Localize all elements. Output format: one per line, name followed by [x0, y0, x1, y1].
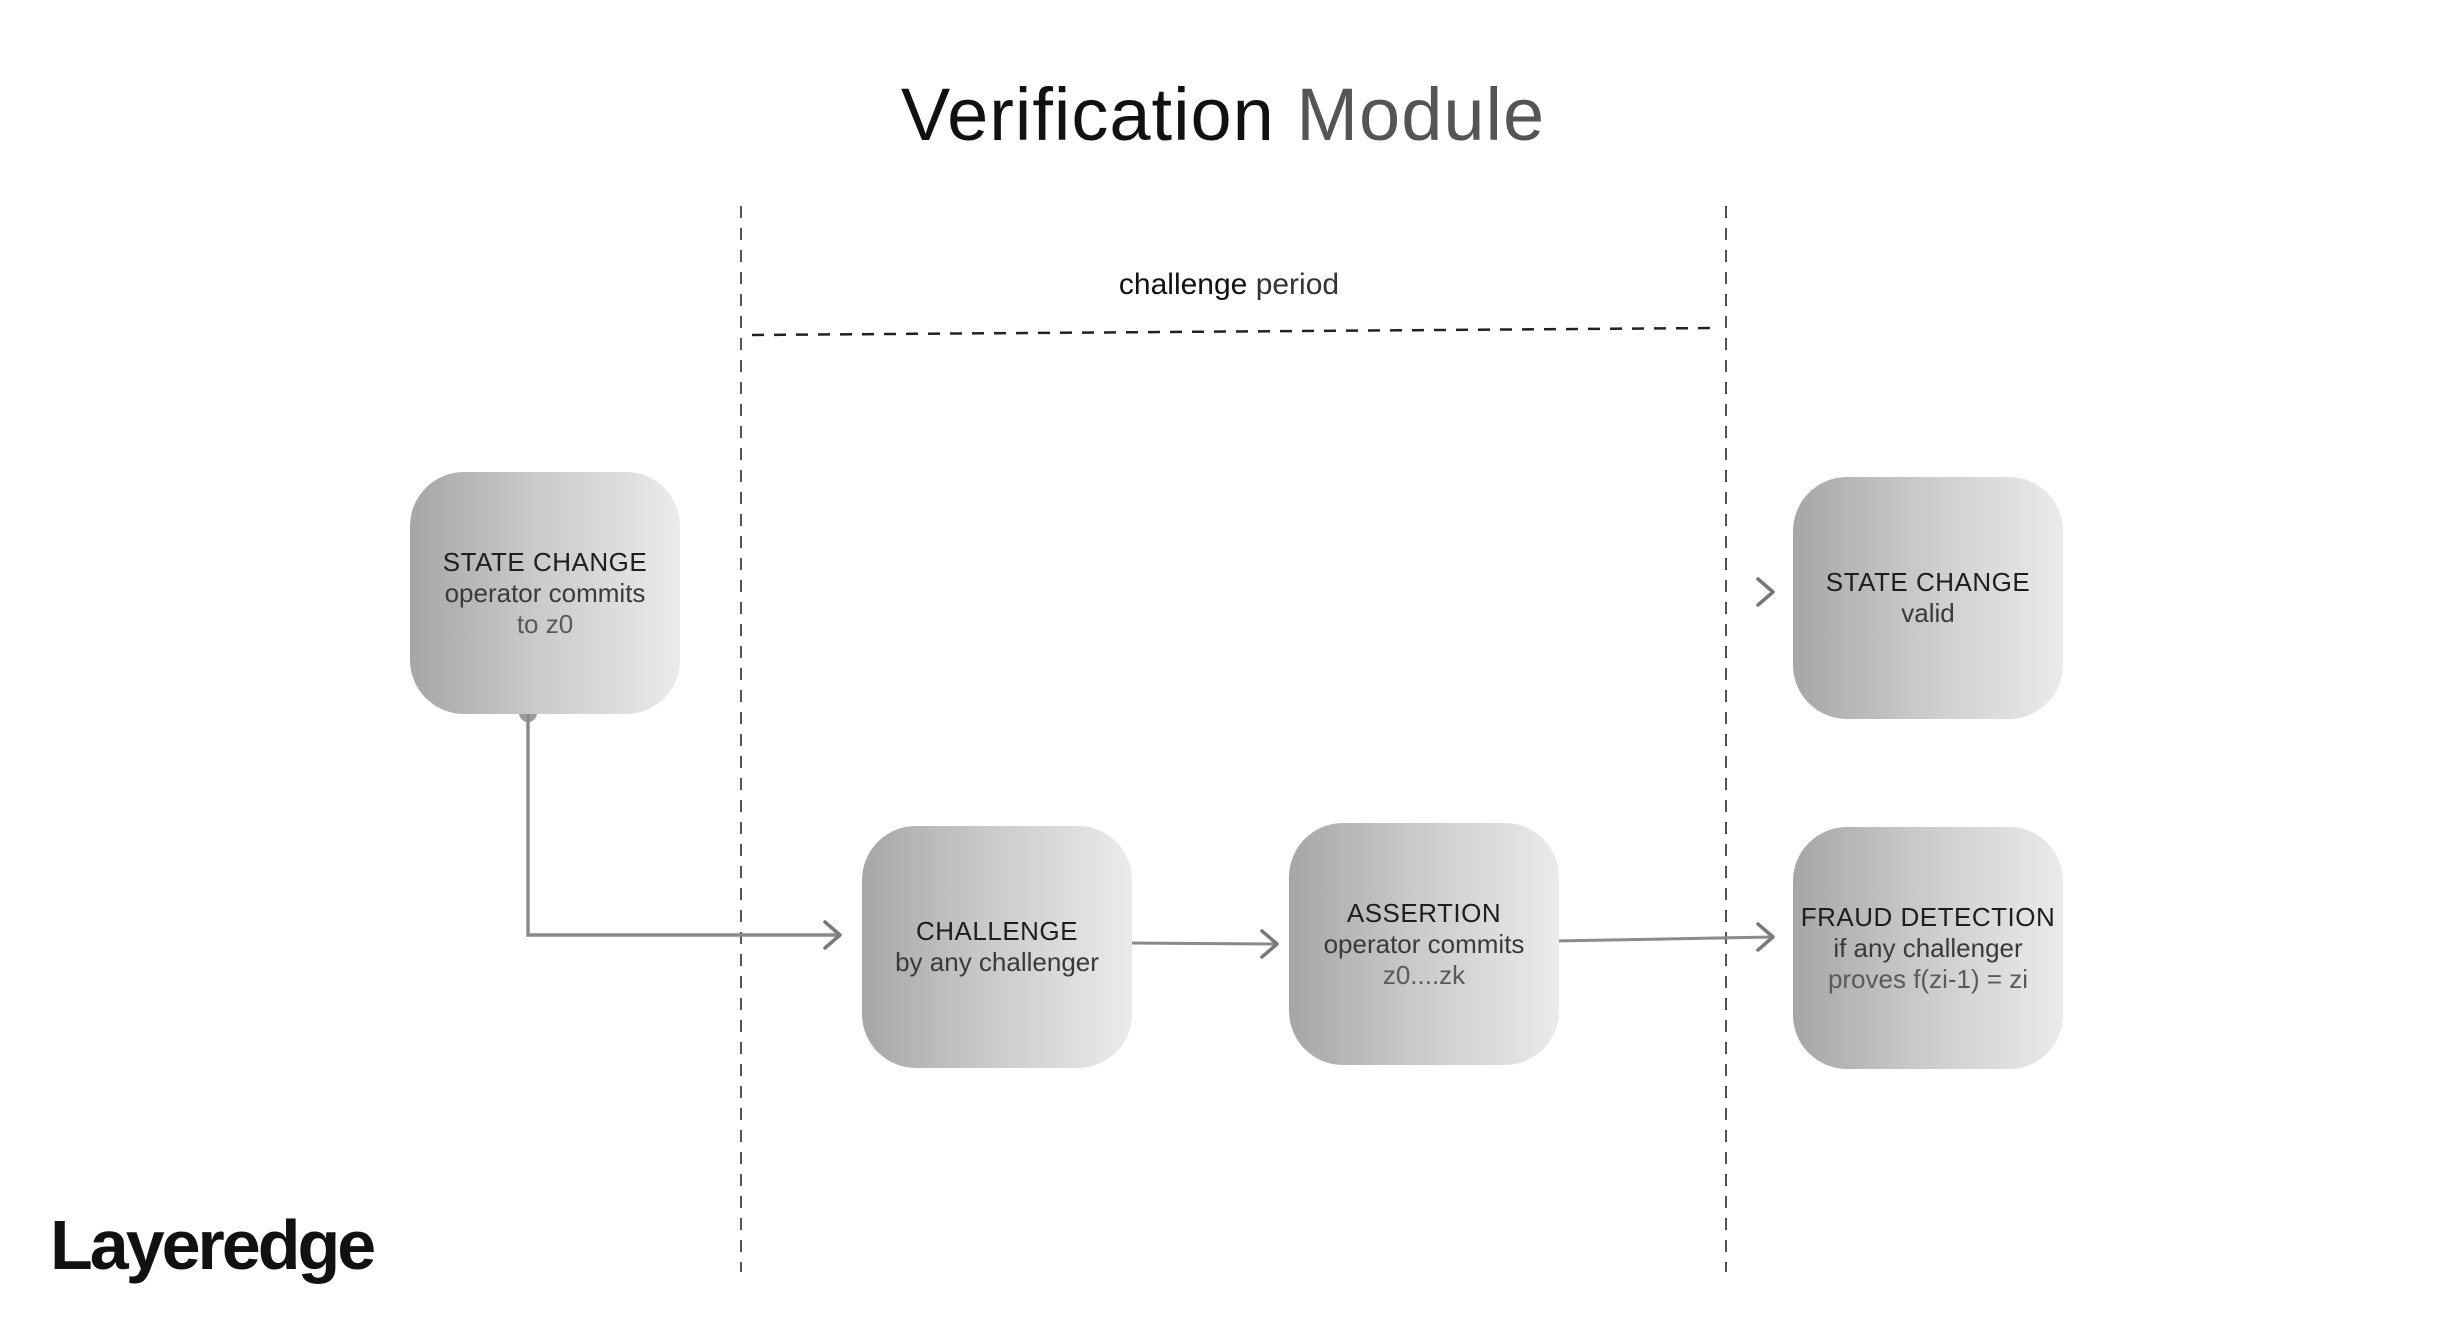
- node-fraud-line3: proves f(zi-1) = zi: [1827, 963, 2029, 994]
- period-word-challenge: challenge: [1118, 268, 1248, 301]
- challenge-period-line: [751, 326, 1715, 337]
- node-challenge-title: CHALLENGE: [916, 916, 1078, 946]
- node-assertion: ASSERTION operator commits z0....zk: [1289, 823, 1559, 1065]
- arrow-head-state-to-valid: [1756, 577, 1775, 607]
- node-state-change-line3: to z0: [516, 608, 574, 639]
- node-assertion-line3: z0....zk: [1382, 959, 1466, 990]
- node-valid-title: STATE CHANGE: [1825, 567, 2031, 597]
- node-state-change: STATE CHANGE operator commits to z0: [410, 472, 680, 714]
- node-state-change-title: STATE CHANGE: [442, 546, 648, 577]
- arrow-challenge-to-assertion: [1127, 941, 1276, 946]
- page-title: Verification Module: [0, 72, 2446, 157]
- period-word-period: period: [1255, 268, 1340, 301]
- node-state-change-line2: operator commits: [444, 577, 646, 608]
- arrow-head-to-fraud: [1756, 922, 1775, 952]
- layeredge-logo: Layeredge: [50, 1206, 376, 1284]
- node-assertion-title: ASSERTION: [1346, 897, 1502, 928]
- node-fraud-detection: FRAUD DETECTION if any challenger proves…: [1793, 827, 2063, 1069]
- node-state-change-valid: STATE CHANGE valid: [1793, 477, 2063, 719]
- challenge-period-label: challenge period: [1024, 268, 1434, 302]
- node-fraud-title: FRAUD DETECTION: [1800, 901, 2056, 932]
- node-valid-line2: valid: [1901, 598, 1955, 628]
- arrow-assertion-to-fraud: [1552, 935, 1773, 943]
- arrow-head-to-challenge: [823, 920, 842, 950]
- node-assertion-line2: operator commits: [1323, 928, 1525, 959]
- node-fraud-line2: if any challenger: [1833, 932, 2023, 963]
- node-challenge: CHALLENGE by any challenger: [862, 826, 1132, 1068]
- arrow-head-to-assertion: [1260, 929, 1279, 959]
- title-part-module: Module: [1296, 73, 1546, 156]
- node-challenge-line2: by any challenger: [895, 947, 1099, 977]
- title-part-verification: Verification: [900, 73, 1275, 156]
- connector-state-to-challenge: [526, 713, 838, 937]
